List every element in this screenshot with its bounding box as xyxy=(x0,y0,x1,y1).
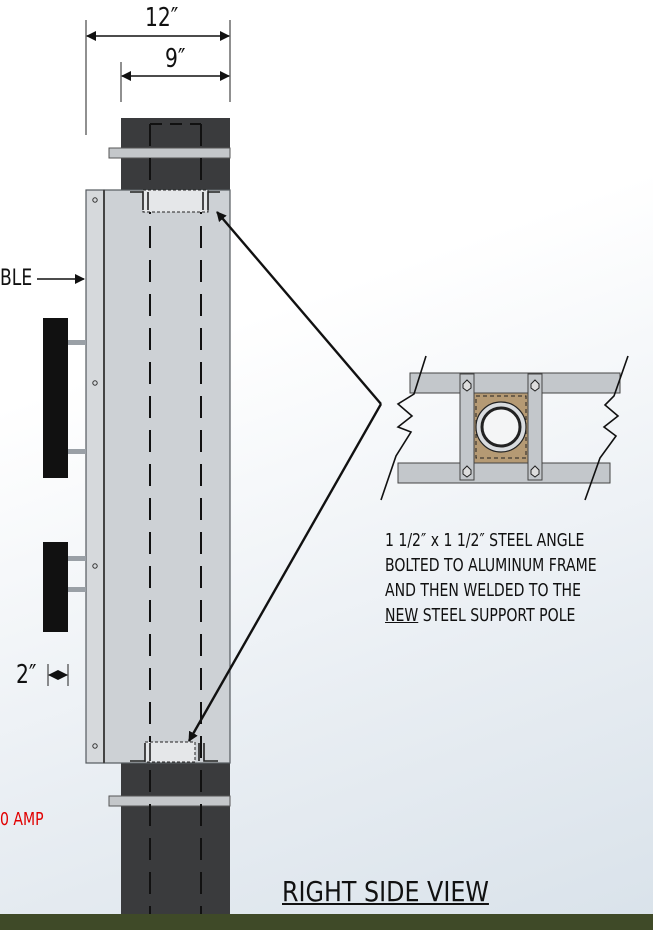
detail-break-line-right xyxy=(584,355,629,501)
standoff-bar xyxy=(66,556,86,561)
dimension-2in-label: 2″ xyxy=(16,660,37,690)
cabinet-label: BLE xyxy=(0,266,33,291)
screw xyxy=(92,743,98,749)
callout-arrow-bottom xyxy=(187,403,383,742)
detail-upper-angle xyxy=(409,372,621,394)
detail-note-line-4: NEW STEEL SUPPORT POLE xyxy=(385,603,597,628)
standoff-bar xyxy=(66,340,86,345)
upper-side-box xyxy=(43,318,68,478)
standoff-bar xyxy=(66,587,86,592)
bottom-clamp-bracket xyxy=(108,795,231,807)
detail-bolt xyxy=(530,379,540,392)
detail-note-new-word: NEW xyxy=(385,605,419,626)
detail-note-line-2: BOLTED TO ALUMINUM FRAME xyxy=(385,555,597,576)
detail-note-line-1: 1 1/2″ x 1 1/2″ STEEL ANGLE xyxy=(385,530,585,551)
ground-strip xyxy=(0,914,653,930)
top-clamp-bracket xyxy=(108,147,231,159)
dimension-9in-label: 9″ xyxy=(165,44,186,74)
dimension-12in-label: 12″ xyxy=(145,3,179,33)
detail-note-line-4-rest: STEEL SUPPORT POLE xyxy=(418,605,576,626)
cabinet-door-flange xyxy=(85,189,105,764)
amp-rating-label: 0 AMP xyxy=(0,809,44,830)
cabinet-side-panel xyxy=(103,189,231,764)
angle-bracket-detail xyxy=(380,355,629,501)
lower-side-box xyxy=(43,542,68,632)
view-title: RIGHT SIDE VIEW xyxy=(282,875,489,908)
screw xyxy=(92,380,98,386)
top-angle-mount xyxy=(130,189,220,213)
detail-note: 1 1/2″ x 1 1/2″ STEEL ANGLE BOLTED TO AL… xyxy=(385,528,597,628)
standoff-bar xyxy=(66,449,86,454)
detail-bolt xyxy=(462,465,472,478)
detail-bolt xyxy=(462,379,472,392)
detail-break-line-left xyxy=(380,355,427,501)
screw xyxy=(92,563,98,569)
bottom-angle-mount xyxy=(130,741,218,763)
detail-lower-angle xyxy=(397,462,611,484)
callout-arrow-top xyxy=(216,211,382,405)
detail-bolt xyxy=(530,465,540,478)
screw xyxy=(92,197,98,203)
detail-note-line-3: AND THEN WELDED TO THE xyxy=(385,580,581,601)
